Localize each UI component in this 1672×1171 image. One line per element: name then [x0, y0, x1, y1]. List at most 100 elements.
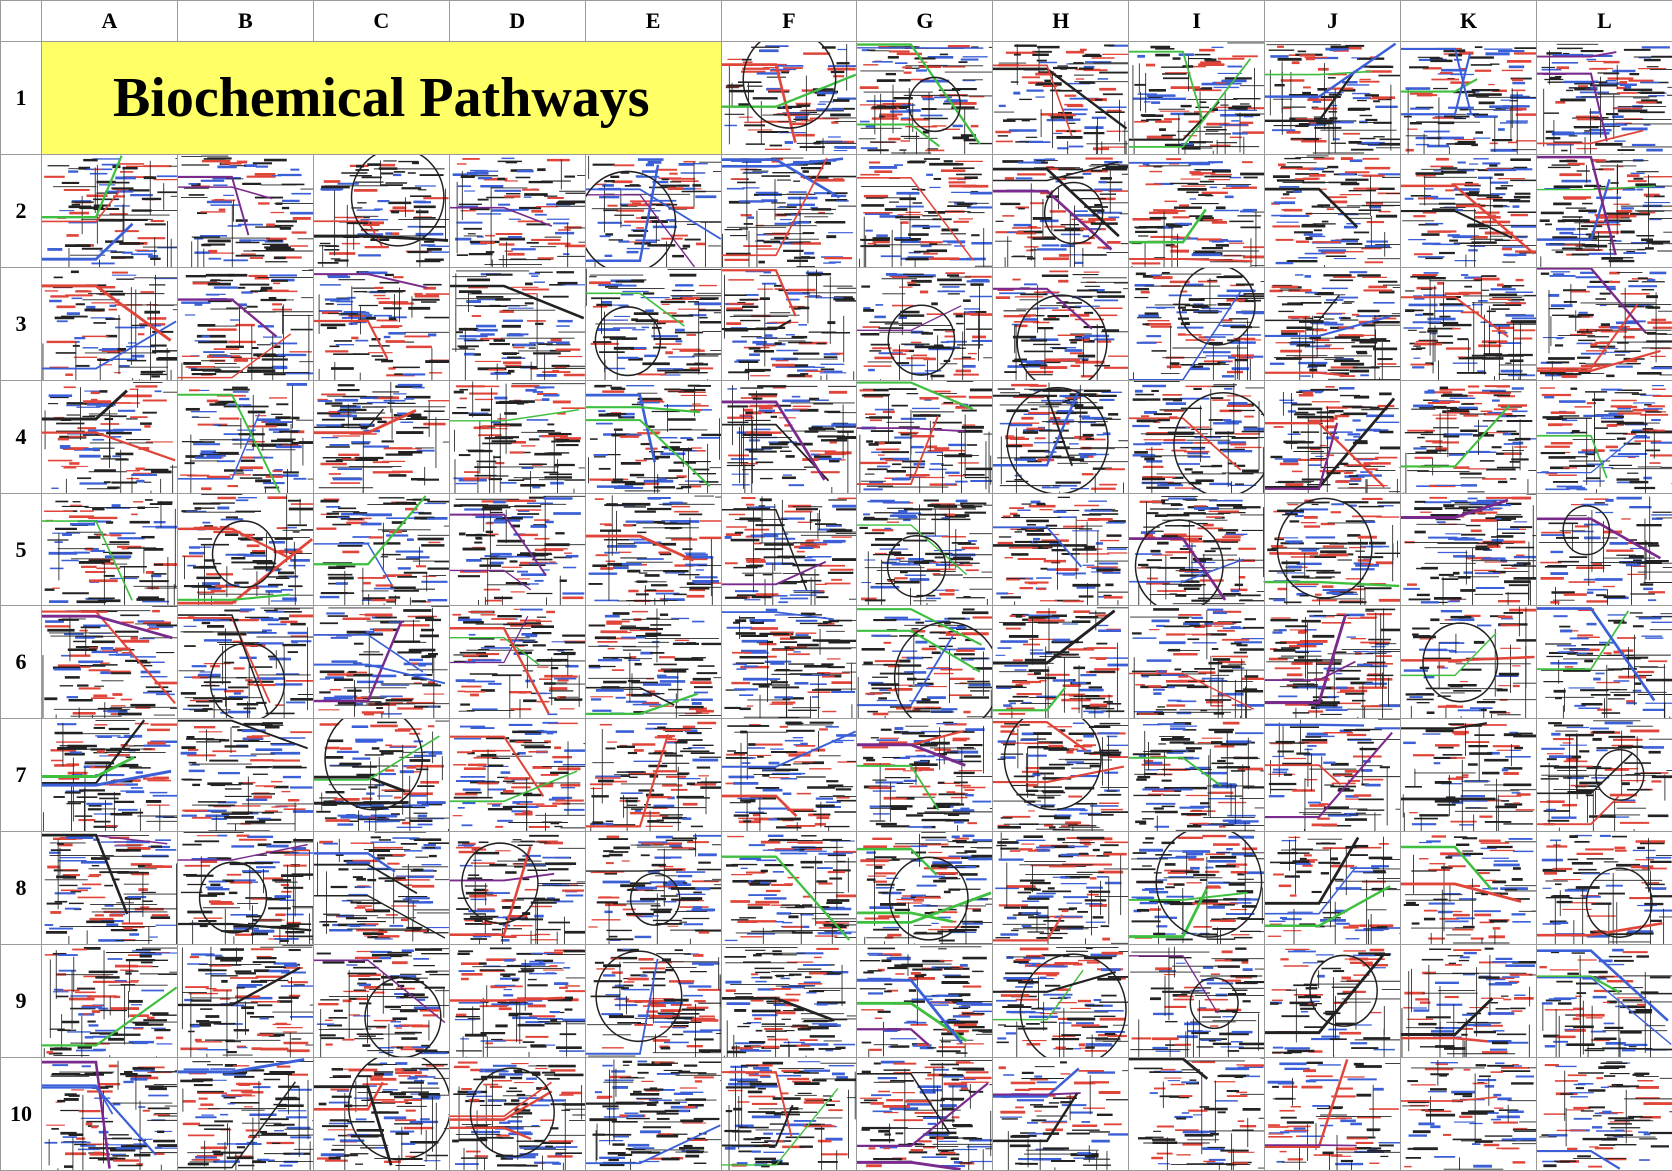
pathway-line [178, 393, 281, 493]
pathway-line [42, 431, 176, 462]
pathway-line [993, 64, 1074, 137]
map-tile-b4[interactable] [176, 379, 314, 494]
metabolic-cycle [350, 155, 445, 247]
pathway-thumbnail [42, 381, 177, 493]
map-tile-l1[interactable] [1535, 41, 1672, 155]
pathway-thumbnail [586, 268, 721, 380]
pathway-line [993, 287, 1093, 330]
map-tile-d4[interactable] [448, 379, 586, 494]
map-tile-h3[interactable] [992, 266, 1130, 381]
column-header-h: H [992, 0, 1130, 42]
corner-cell [0, 0, 42, 42]
pathway-thumbnail [586, 384, 721, 493]
map-tile-h2[interactable] [992, 153, 1130, 268]
pathway-line [1129, 208, 1208, 244]
map-tile-g1[interactable] [856, 41, 994, 155]
pathway-line [586, 418, 711, 487]
pathway-line [993, 161, 1119, 182]
column-header-d: D [448, 0, 586, 42]
map-tile-e2[interactable] [584, 153, 722, 268]
map-tile-c4[interactable] [312, 379, 450, 494]
map-tile-i3[interactable] [1128, 266, 1266, 381]
map-tile-j2[interactable] [1264, 153, 1402, 268]
map-tile-f1[interactable] [720, 41, 858, 155]
map-tile-l2[interactable] [1535, 153, 1672, 268]
pathway-line [722, 400, 826, 481]
map-tile-e3[interactable] [584, 266, 722, 381]
pathway-line [857, 415, 940, 485]
pathway-thumbnail [42, 155, 177, 267]
pathway-line [450, 206, 552, 227]
pathway-line [42, 222, 134, 261]
pathway-thumbnail [722, 157, 856, 267]
map-tile-b3[interactable] [176, 266, 314, 381]
map-tile-f4[interactable] [720, 379, 858, 494]
pathway-line [1265, 70, 1356, 122]
pathway-thumbnail [857, 272, 992, 380]
pathway-line [722, 73, 856, 108]
map-tile-f2[interactable] [720, 153, 858, 268]
map-tile-k2[interactable] [1400, 153, 1537, 268]
pathway-line [857, 43, 982, 145]
pathway-thumbnail [1265, 385, 1400, 493]
map-tile-d2[interactable] [448, 153, 586, 268]
map-tile-j3[interactable] [1264, 266, 1402, 381]
pathway-thumbnail [993, 44, 1128, 154]
pathway-thumbnail [314, 381, 449, 493]
map-tile-g3[interactable] [856, 266, 994, 381]
map-tile-a3[interactable] [41, 266, 178, 381]
pathway-line [178, 186, 273, 200]
map-tile-k3[interactable] [1400, 266, 1537, 381]
pathway-thumbnail [1401, 157, 1536, 267]
pathway-line [314, 408, 384, 428]
pathway-thumbnail [1401, 46, 1536, 154]
map-tile-j4[interactable] [1264, 379, 1402, 494]
pathway-line [993, 189, 1113, 251]
pathway-line [450, 284, 584, 320]
map-tile-e4[interactable] [584, 379, 722, 494]
map-tile-h1[interactable] [992, 41, 1130, 155]
pathway-line [178, 333, 292, 379]
pathway-line [993, 67, 1128, 130]
map-tile-c3[interactable] [312, 266, 450, 381]
map-tile-c2[interactable] [312, 153, 450, 268]
pathway-line [857, 426, 966, 432]
map-tile-k1[interactable] [1400, 41, 1537, 155]
map-tile-k4[interactable] [1400, 379, 1537, 494]
map-tile-g4[interactable] [856, 379, 994, 494]
pathway-line [722, 318, 792, 330]
pathway-line [1265, 421, 1386, 488]
pathway-line [1265, 422, 1339, 490]
pathway-line [722, 158, 840, 199]
map-tile-a2[interactable] [41, 153, 178, 268]
column-header-i: I [1128, 0, 1266, 42]
map-tile-i2[interactable] [1128, 153, 1266, 268]
map-tile-a4[interactable] [41, 379, 178, 494]
map-tile-j1[interactable] [1264, 41, 1402, 155]
pathway-thumbnail [993, 382, 1128, 493]
map-tile-g2[interactable] [856, 153, 994, 268]
map-tile-h4[interactable] [992, 379, 1130, 494]
pathway-line [314, 408, 417, 434]
pathway-line [722, 63, 797, 143]
map-tile-d3[interactable] [448, 266, 586, 381]
row-header-3: 3 [0, 266, 42, 381]
map-tile-i1[interactable] [1128, 41, 1266, 155]
pathway-line [586, 164, 659, 262]
pathway-line [857, 304, 962, 331]
pathway-line [42, 155, 123, 219]
metabolic-cycle [1173, 391, 1264, 493]
pathway-line [1537, 155, 1617, 256]
map-tile-b2[interactable] [176, 153, 314, 268]
pathway-line [1401, 295, 1509, 338]
column-header-b: B [176, 0, 314, 42]
map-tile-l3[interactable] [1535, 266, 1672, 381]
pathway-thumbnail [1265, 42, 1400, 154]
map-tile-i4[interactable] [1128, 379, 1266, 494]
metabolic-cycle [908, 76, 962, 133]
map-tile-f3[interactable] [720, 266, 858, 381]
pathway-thumbnail [1401, 271, 1536, 380]
pathway-line [586, 193, 695, 267]
pathway-thumbnail [314, 155, 449, 267]
